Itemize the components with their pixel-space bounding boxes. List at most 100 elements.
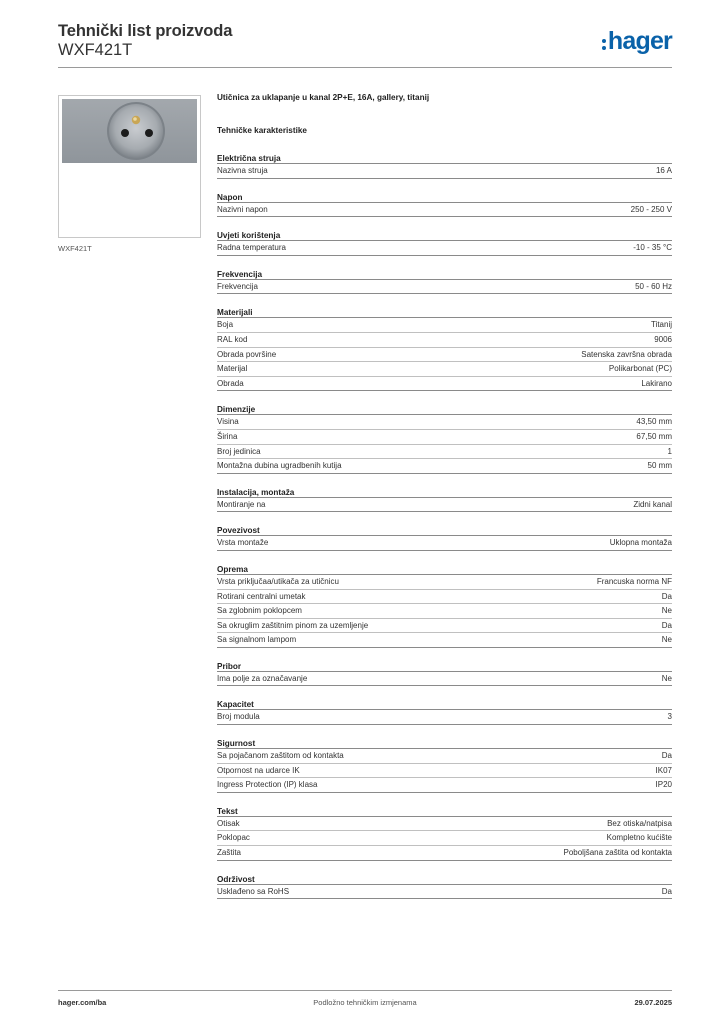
page-footer: hager.com/ba Podložno tehničkim izmjenam… bbox=[58, 998, 672, 1010]
spec-value: 67,50 mm bbox=[636, 431, 672, 441]
spec-value: Da bbox=[661, 751, 672, 761]
spec-group-title: Sigurnost bbox=[217, 738, 672, 750]
spec-value: Bez otiska/natpisa bbox=[607, 818, 672, 828]
spec-label: Ima polje za označavanje bbox=[217, 673, 308, 683]
spec-group-title: Instalacija, montaža bbox=[217, 487, 672, 498]
page-header: Tehnički list proizvoda WXF421T hager bbox=[58, 22, 673, 68]
spec-label: Poklopac bbox=[217, 833, 250, 843]
spec-label: Sa signalnom lampom bbox=[217, 635, 297, 645]
page-title: Tehnički list proizvoda bbox=[58, 22, 233, 40]
header-divider bbox=[58, 67, 672, 68]
spec-value: 1 bbox=[667, 446, 672, 456]
spec-row: Montažna dubina ugradbenih kutija 50 mm bbox=[217, 459, 672, 474]
hager-logo: hager bbox=[601, 26, 673, 56]
spec-value: Francuska norma NF bbox=[596, 576, 672, 586]
spec-row: Materijal Polikarbonat (PC) bbox=[217, 362, 672, 377]
spec-label: Materijal bbox=[217, 364, 248, 374]
logo-text: hager bbox=[607, 26, 673, 55]
spec-label: Ingress Protection (IP) klasa bbox=[217, 780, 318, 790]
spec-label: Sa zglobnim poklopcem bbox=[217, 606, 302, 616]
spec-group-title: Frekvencija bbox=[217, 269, 672, 280]
spec-group-title: Napon bbox=[217, 192, 672, 203]
spec-label: Montažna dubina ugradbenih kutija bbox=[217, 461, 342, 471]
spec-label: Obrada površine bbox=[217, 349, 277, 359]
spec-value: Lakirano bbox=[641, 378, 672, 388]
spec-row: Ingress Protection (IP) klasa IP20 bbox=[217, 778, 672, 793]
socket-plate bbox=[62, 99, 197, 163]
spec-value: Da bbox=[661, 886, 672, 896]
spec-group-title: Tekst bbox=[217, 806, 672, 817]
spec-label: Obrada bbox=[217, 378, 244, 388]
spec-group-title: Električna struja bbox=[217, 153, 672, 164]
spec-label: Visina bbox=[217, 417, 239, 427]
spec-value: 50 - 60 Hz bbox=[635, 281, 672, 291]
spec-group-title: Kapacitet bbox=[217, 699, 672, 711]
spec-value: 250 - 250 V bbox=[630, 204, 672, 214]
spec-label: Vrsta montaže bbox=[217, 538, 269, 548]
spec-value: IP20 bbox=[655, 780, 672, 790]
spec-value: Da bbox=[661, 591, 672, 601]
spec-label: Sa pojačanom zaštitom od kontakta bbox=[217, 751, 344, 761]
product-image bbox=[58, 95, 201, 238]
spec-value: 43,50 mm bbox=[636, 417, 672, 427]
spec-row: Radna temperatura -10 - 35 °C bbox=[217, 241, 672, 256]
spec-value: Poboljšana zaštita od kontakta bbox=[563, 848, 672, 858]
spec-value: IK07 bbox=[655, 765, 672, 775]
spec-label: Otisak bbox=[217, 818, 240, 828]
spec-value: -10 - 35 °C bbox=[633, 243, 672, 253]
spec-row: Rotirani centralni umetak Da bbox=[217, 590, 672, 605]
spec-label: Nazivni napon bbox=[217, 204, 268, 214]
section-heading: Tehničke karakteristike bbox=[217, 126, 307, 135]
footer-date: 29.07.2025 bbox=[634, 998, 672, 1007]
product-name: Utičnica za uklapanje u kanal 2P+E, 16A,… bbox=[217, 93, 430, 102]
spec-group-title: Dimenzije bbox=[217, 404, 672, 416]
footer-divider bbox=[58, 990, 672, 991]
spec-value: 3 bbox=[667, 712, 672, 722]
spec-value: Kompletno kućište bbox=[606, 833, 672, 843]
spec-value: Polikarbonat (PC) bbox=[608, 364, 672, 374]
product-code: WXF421T bbox=[58, 41, 133, 59]
spec-label: Rotirani centralni umetak bbox=[217, 591, 306, 601]
spec-value: Ne bbox=[661, 635, 672, 645]
spec-value: 50 mm bbox=[647, 461, 672, 471]
spec-label: Otpornost na udarce IK bbox=[217, 765, 300, 775]
spec-label: Radna temperatura bbox=[217, 243, 286, 253]
spec-row: Otisak Bez otiska/natpisa bbox=[217, 817, 672, 832]
spec-value: 9006 bbox=[654, 334, 672, 344]
spec-group-title: Pribor bbox=[217, 661, 672, 672]
spec-row: Visina 43,50 mm bbox=[217, 415, 672, 430]
spec-value: 16 A bbox=[655, 166, 672, 175]
spec-label: Vrsta priključaa/utikača za utičnicu bbox=[217, 576, 339, 586]
spec-row: Sa signalnom lampom Ne bbox=[217, 633, 672, 648]
spec-row: Poklopac Kompletno kućište bbox=[217, 831, 672, 847]
spec-label: Broj modula bbox=[217, 712, 260, 722]
footer-note: Podložno tehničkim izmjenama bbox=[313, 998, 417, 1007]
spec-group-title: Oprema bbox=[217, 564, 672, 575]
spec-row: Otpornost na udarce IK IK07 bbox=[217, 764, 672, 779]
spec-value: Titanij bbox=[650, 320, 672, 330]
